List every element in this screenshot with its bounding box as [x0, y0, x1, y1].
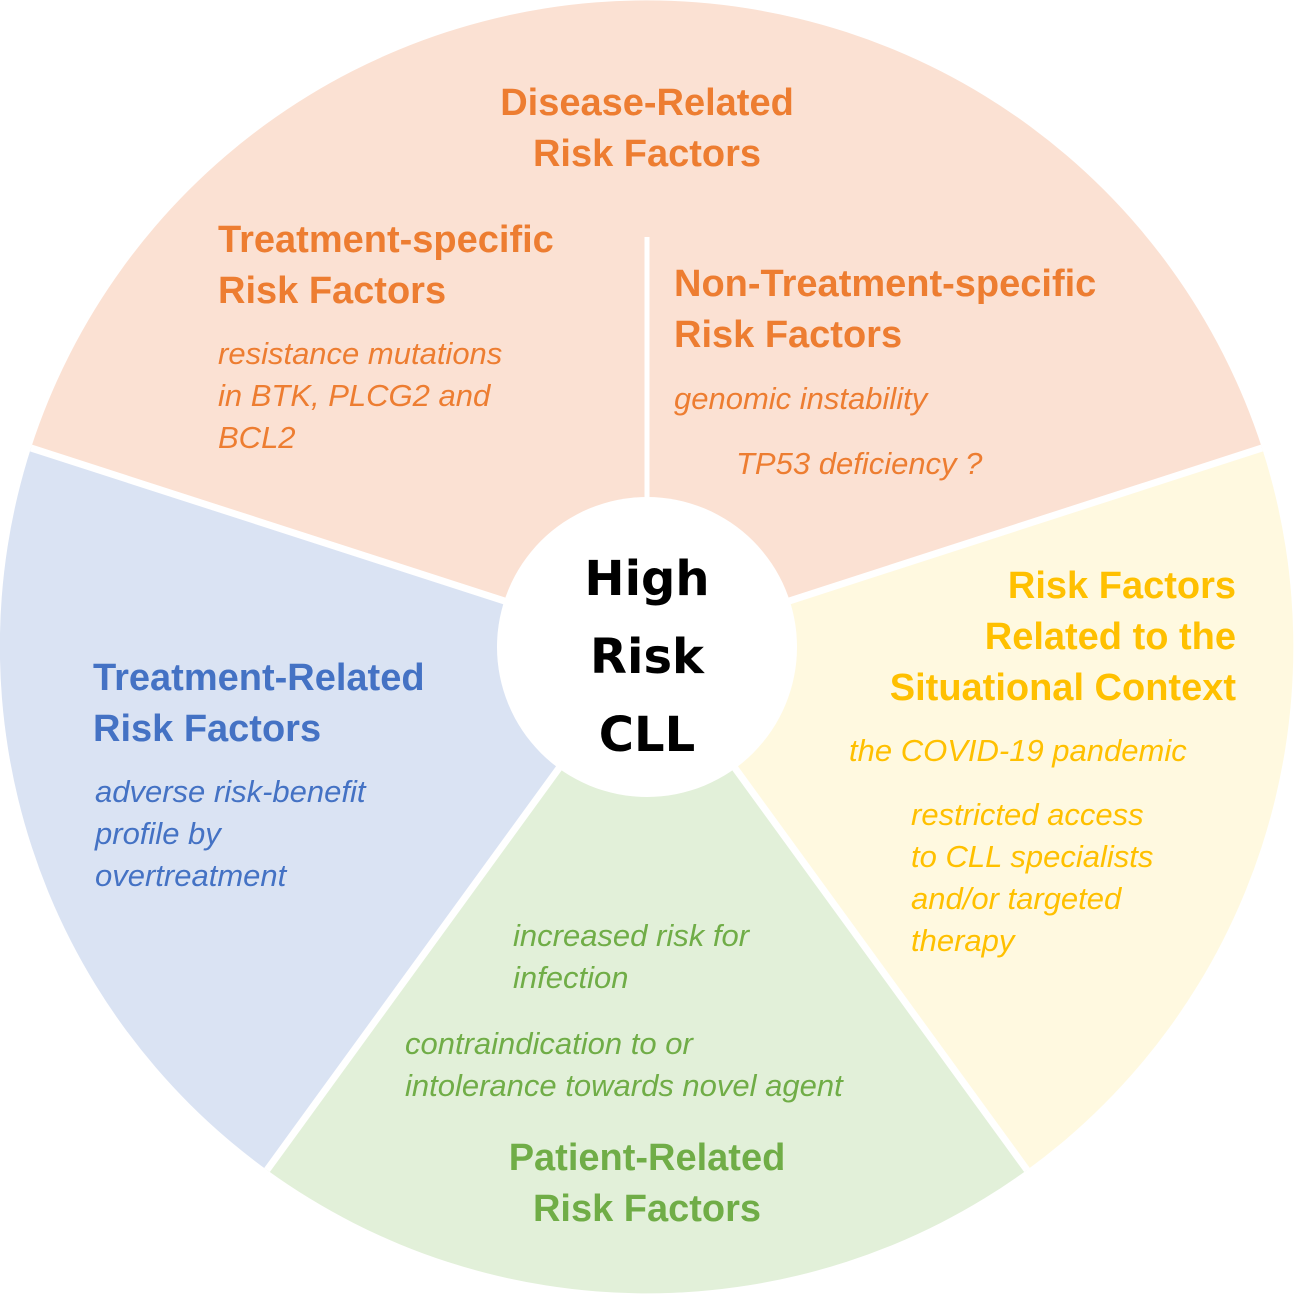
- center-line: Risk: [590, 629, 704, 685]
- patient-related-segment: [267, 647, 1027, 1294]
- non-treatment-specific-item: TP53 deficiency ?: [736, 446, 983, 481]
- situational-item: restricted access to CLL specialists and…: [911, 797, 1154, 958]
- non-treatment-specific-title: Non-Treatment-specific Risk Factors: [674, 263, 1097, 356]
- treatment-specific-title: Treatment-specific Risk Factors: [218, 219, 554, 312]
- situational-context-title: Risk Factors Related to the Situational …: [889, 565, 1236, 709]
- treatment-specific-items: resistance mutations in BTK, PLCG2 and B…: [218, 336, 503, 455]
- treatment-related-segment: [0, 448, 647, 1170]
- patient-related-title: Patient-Related Risk Factors: [508, 1137, 786, 1230]
- patient-item: contraindication to or intolerance towar…: [405, 1026, 843, 1103]
- situational-item: the COVID-19 pandemic: [849, 733, 1187, 768]
- disease-related-title: Disease-Related Risk Factors: [500, 82, 794, 175]
- center-line: High: [584, 551, 710, 607]
- treatment-related-items: adverse risk-benefit profile by overtrea…: [95, 774, 366, 893]
- center-line: CLL: [598, 707, 696, 763]
- patient-item: increased risk for infection: [513, 918, 750, 995]
- treatment-related-title: Treatment-Related Risk Factors: [93, 657, 425, 750]
- situational-context-segment: [647, 448, 1294, 1170]
- center-circle: [497, 497, 797, 797]
- center-label-high-risk-cll: High Risk CLL: [549, 540, 745, 774]
- non-treatment-specific-item: genomic instability: [674, 381, 928, 416]
